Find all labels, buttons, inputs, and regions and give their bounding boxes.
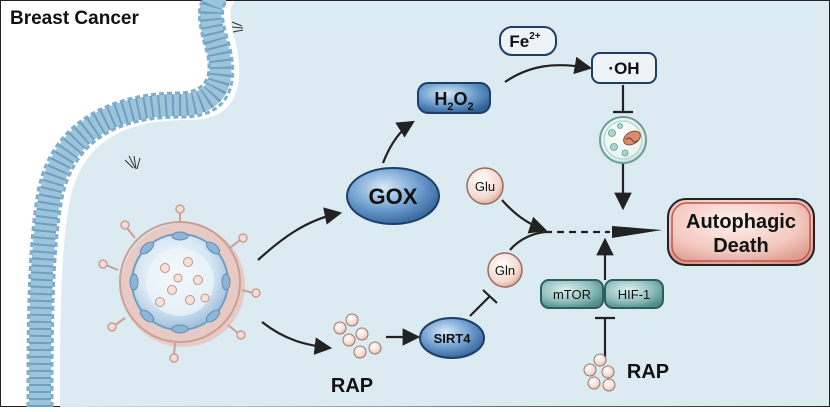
mtor-label: mTOR (553, 287, 591, 302)
oh-label: ·OH (608, 59, 639, 78)
glu-node: Glu (466, 167, 504, 205)
gox-node: GOX (346, 167, 440, 225)
thick-arrowhead (612, 226, 662, 238)
inhibition-lines (469, 85, 633, 358)
mtor-node: mTOR (540, 279, 604, 309)
h2o2-label: H2O2 (434, 89, 473, 113)
rap-particles-left (333, 313, 382, 359)
diagram-title: Breast Cancer (10, 8, 139, 29)
autophagic-line1: Autophagic (686, 211, 796, 233)
gln-node: Gln (487, 252, 523, 288)
oh-node: ·OH (591, 52, 657, 84)
hif1-node: HIF-1 (604, 279, 664, 309)
arrows (257, 56, 632, 355)
rap-right-label: RAP (627, 361, 669, 383)
glu-label: Glu (475, 179, 495, 194)
hif1-label: HIF-1 (618, 287, 651, 302)
gln-label: Gln (495, 263, 515, 278)
sirt4-label: SIRT4 (434, 331, 472, 346)
rap-left-label: RAP (331, 375, 373, 397)
gox-label: GOX (369, 184, 418, 209)
rap-particles-right (583, 353, 616, 392)
autophagic-line2: Death (713, 235, 769, 257)
cell-membrane (26, 0, 244, 412)
sirt4-node: SIRT4 (419, 317, 485, 359)
fe-node: Fe2+ (499, 26, 557, 56)
autophagic-death-node: Autophagic Death (667, 198, 815, 266)
fe-label: Fe2+ (509, 31, 540, 51)
h2o2-node: H2O2 (417, 82, 491, 114)
gln-merge-line (509, 230, 546, 251)
autophagosome-icon (599, 116, 647, 164)
nanoparticle (98, 204, 261, 363)
